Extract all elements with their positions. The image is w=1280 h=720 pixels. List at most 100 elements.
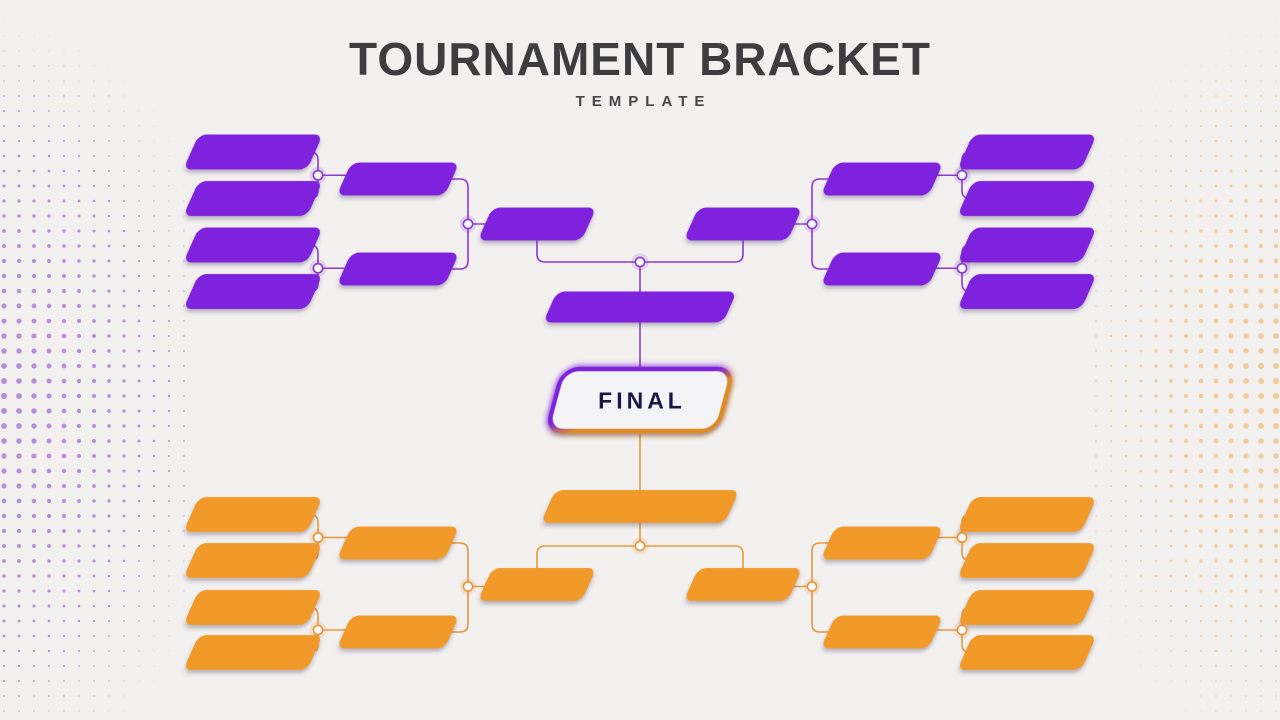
- halftone-dot: [1154, 259, 1158, 263]
- halftone-dot: [16, 288, 22, 294]
- halftone-dot: [122, 559, 126, 563]
- halftone-dot: [1110, 215, 1112, 217]
- halftone-dot: [1185, 680, 1187, 682]
- halftone-dot: [137, 229, 141, 233]
- halftone-dot: [61, 378, 67, 384]
- slot-top-left-round1-3-shape: [186, 227, 320, 263]
- halftone-dot: [63, 110, 65, 112]
- halftone-dot: [1169, 439, 1173, 443]
- halftone-dot: [1109, 364, 1113, 368]
- halftone-dot: [123, 80, 125, 82]
- halftone-dot: [167, 364, 171, 368]
- halftone-dot: [1258, 513, 1264, 519]
- halftone-dot: [48, 50, 50, 52]
- halftone-dot: [1139, 244, 1143, 248]
- halftone-dot: [1200, 650, 1202, 652]
- slot-top-left-round1-4-shape: [186, 274, 320, 309]
- halftone-dot: [1140, 155, 1142, 157]
- halftone-dot: [1140, 110, 1142, 112]
- halftone-dot: [78, 710, 80, 712]
- halftone-dot: [137, 499, 141, 503]
- halftone-dot: [47, 664, 51, 668]
- halftone-dot: [168, 305, 170, 307]
- halftone-dot: [122, 484, 126, 488]
- halftone-dot: [123, 140, 125, 142]
- halftone-dot: [1095, 260, 1097, 262]
- halftone-dot: [1258, 498, 1264, 504]
- halftone-dot: [2, 124, 6, 128]
- halftone-dot: [122, 529, 126, 533]
- halftone-dot: [1154, 589, 1158, 593]
- halftone-dot: [1243, 408, 1249, 414]
- halftone-dot: [107, 199, 111, 203]
- halftone-dot: [137, 454, 141, 458]
- halftone-dot: [1125, 590, 1127, 592]
- halftone-dot: [1, 333, 7, 339]
- halftone-dot: [1095, 200, 1097, 202]
- halftone-dot: [47, 229, 51, 233]
- halftone-dot: [1095, 470, 1097, 472]
- halftone-dot: [32, 229, 36, 233]
- slot-top-right-round1-3-shape: [960, 227, 1094, 263]
- halftone-dot: [1139, 259, 1143, 263]
- halftone-dot: [1170, 155, 1172, 157]
- connector-node: [956, 532, 968, 543]
- halftone-dot: [1184, 259, 1188, 263]
- halftone-dot: [137, 319, 141, 323]
- halftone-dot: [1229, 184, 1233, 188]
- halftone-dot: [93, 650, 95, 652]
- halftone-dot: [138, 650, 140, 652]
- halftone-dot: [1124, 364, 1128, 368]
- halftone-dot: [1275, 95, 1277, 97]
- halftone-dot: [1273, 483, 1279, 489]
- halftone-dot: [1140, 650, 1142, 652]
- halftone-dot: [183, 215, 185, 217]
- halftone-dot: [108, 650, 110, 652]
- halftone-dot: [46, 273, 52, 279]
- halftone-dot: [1184, 544, 1188, 548]
- halftone-dot: [1214, 589, 1218, 593]
- halftone-dot: [1124, 514, 1128, 518]
- connector-line: [370, 586, 469, 633]
- halftone-dot: [1184, 604, 1188, 608]
- halftone-dot: [1095, 155, 1097, 157]
- halftone-dot: [3, 20, 5, 22]
- halftone-dot: [1124, 349, 1128, 353]
- halftone-dot: [1183, 363, 1189, 369]
- halftone-dot: [63, 80, 65, 82]
- halftone-dot: [107, 514, 111, 518]
- halftone-dot: [167, 469, 171, 473]
- halftone-dot: [1199, 259, 1203, 263]
- halftone-dot: [183, 410, 185, 412]
- slot-top-right-round3-1: [686, 207, 800, 241]
- halftone-dot: [1244, 589, 1248, 593]
- halftone-dot: [1154, 574, 1158, 578]
- halftone-dot: [1, 483, 7, 489]
- halftone-dot: [1213, 408, 1219, 414]
- halftone-dot: [31, 513, 37, 519]
- halftone-dot: [122, 394, 126, 398]
- halftone-dot: [1110, 185, 1112, 187]
- halftone-dot: [1109, 424, 1113, 428]
- connector-line: [536, 545, 640, 578]
- halftone-dot: [138, 620, 140, 622]
- halftone-dot: [62, 214, 66, 218]
- halftone-dot: [1154, 499, 1158, 503]
- halftone-dot: [1185, 80, 1187, 82]
- halftone-dot: [1229, 529, 1233, 533]
- halftone-dot: [1124, 289, 1128, 293]
- halftone-dot: [1260, 695, 1262, 697]
- halftone-dot: [123, 635, 125, 637]
- halftone-dot: [1214, 544, 1218, 548]
- halftone-dot: [138, 170, 140, 172]
- halftone-dot: [92, 409, 96, 413]
- halftone-dot: [48, 680, 50, 682]
- halftone-dot: [78, 95, 80, 97]
- halftone-dot: [1273, 423, 1279, 429]
- halftone-dot: [1140, 185, 1142, 187]
- halftone-dot: [1095, 230, 1097, 232]
- halftone-dot: [32, 244, 36, 248]
- halftone-dot: [1109, 454, 1113, 458]
- halftone-dot: [1154, 514, 1158, 518]
- halftone-dot: [122, 589, 126, 593]
